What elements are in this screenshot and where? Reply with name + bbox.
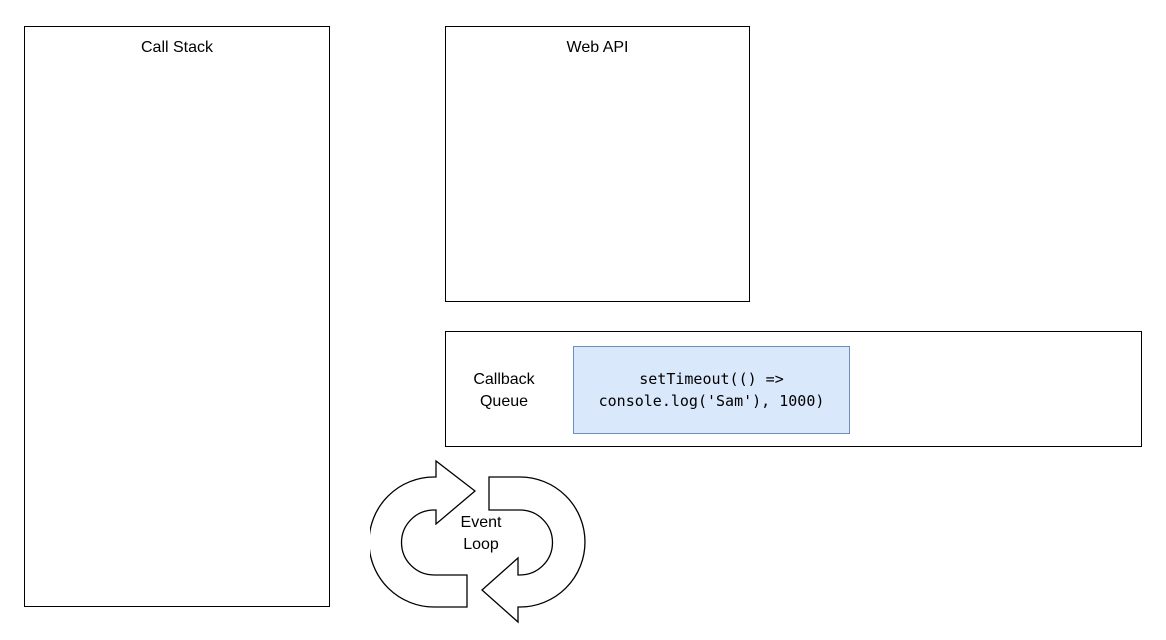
- callback-queue-box: Callback Queue setTimeout(() => console.…: [445, 331, 1142, 447]
- event-loop-label-line1: Event: [460, 514, 502, 531]
- callback-queue-label-line1: Callback: [473, 371, 535, 388]
- call-stack-title: Call Stack: [140, 39, 214, 56]
- call-stack-box: Call Stack: [24, 26, 330, 607]
- callback-queue-label: Callback Queue: [460, 369, 548, 413]
- event-loop-right-arrow: [481, 476, 586, 624]
- event-loop-left-arrow: [368, 459, 477, 608]
- callback-queue-item-line2: console.log('Sam'), 1000): [598, 392, 825, 410]
- callback-queue-item: setTimeout(() => console.log('Sam'), 100…: [573, 346, 850, 434]
- event-loop-label: Event Loop: [370, 512, 592, 556]
- web-api-box: Web API: [445, 26, 750, 302]
- web-api-title: Web API: [566, 39, 629, 56]
- event-loop: Event Loop: [368, 458, 586, 624]
- callback-queue-item-line1: setTimeout(() =>: [639, 370, 784, 388]
- callback-queue-label-line2: Queue: [479, 393, 529, 410]
- event-loop-label-line2: Loop: [463, 536, 499, 553]
- circular-arrows-icon: [368, 459, 586, 624]
